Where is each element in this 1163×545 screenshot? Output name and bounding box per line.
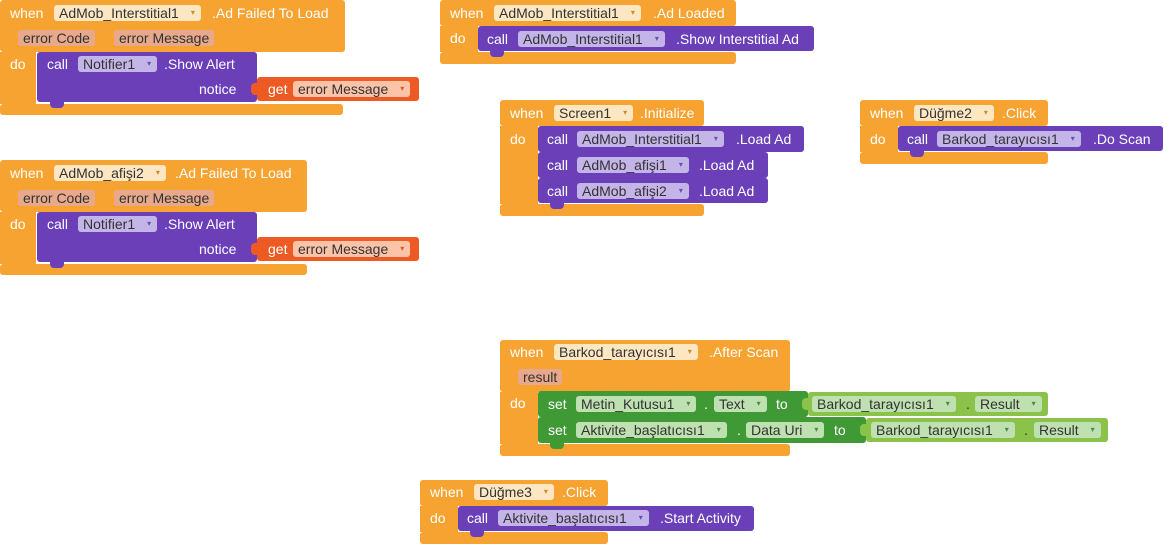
property-dropdown[interactable]: Result▾ <box>1034 422 1101 438</box>
to-label: to <box>776 396 788 412</box>
do-label: do <box>10 56 26 72</box>
dot: . <box>1024 422 1028 438</box>
when-label: when <box>870 105 904 121</box>
do-label: do <box>450 30 466 46</box>
when-label: when <box>10 5 44 21</box>
param-error-message[interactable]: error Message <box>114 30 215 46</box>
do-label: do <box>10 216 26 232</box>
component-dropdown[interactable]: Düğme2▾ <box>914 105 994 121</box>
property-dropdown[interactable]: Text▾ <box>714 396 767 412</box>
property-dropdown[interactable]: Result▾ <box>975 396 1042 412</box>
dot: . <box>737 422 741 438</box>
call-label: call <box>47 216 69 232</box>
param-error-message[interactable]: error Message <box>114 190 215 206</box>
component-dropdown[interactable]: AdMob_afişi2▾ <box>577 183 689 199</box>
to-label: to <box>834 422 846 438</box>
event-name: .Click <box>562 484 597 500</box>
component-dropdown[interactable]: AdMob_Interstitial1▾ <box>494 5 641 21</box>
component-dropdown[interactable]: Aktivite_başlatıcısı1▾ <box>576 422 727 438</box>
method-name: .Start Activity <box>660 510 741 526</box>
method-name: .Show Interstitial Ad <box>676 31 799 47</box>
when-label: when <box>510 344 544 360</box>
when-label: when <box>430 484 464 500</box>
component-dropdown[interactable]: AdMob_afişi2▾ <box>54 165 166 181</box>
when-label: when <box>510 105 544 121</box>
dot: . <box>966 396 970 412</box>
component-dropdown[interactable]: Düğme3▾ <box>474 484 554 500</box>
component-dropdown[interactable]: AdMob_Interstitial1▾ <box>518 31 665 47</box>
event-name: .Initialize <box>640 105 695 121</box>
dot: . <box>704 396 708 412</box>
event-name: .Ad Loaded <box>653 5 725 21</box>
do-label: do <box>510 395 526 411</box>
event-name: .After Scan <box>709 344 779 360</box>
call-label: call <box>547 157 569 173</box>
call-label: call <box>47 56 69 72</box>
component-dropdown[interactable]: Barkod_tarayıcısı1▾ <box>937 131 1081 147</box>
component-dropdown[interactable]: AdMob_Interstitial1▾ <box>54 5 201 21</box>
call-label: call <box>907 131 929 147</box>
component-dropdown[interactable]: Aktivite_başlatıcısı1▾ <box>498 510 649 526</box>
property-dropdown[interactable]: Data Uri▾ <box>746 422 825 438</box>
method-name: .Load Ad <box>736 131 792 147</box>
get-label: get <box>268 241 288 257</box>
get-label: get <box>268 81 288 97</box>
variable-dropdown[interactable]: error Message▾ <box>293 241 411 257</box>
method-name: .Show Alert <box>164 56 235 72</box>
notifier-dropdown[interactable]: Notifier1▾ <box>78 56 158 72</box>
call-label: call <box>467 510 489 526</box>
when-label: when <box>450 5 484 21</box>
method-name: .Load Ad <box>699 157 755 173</box>
call-label: call <box>547 183 569 199</box>
component-dropdown[interactable]: Barkod_tarayıcısı1▾ <box>871 422 1015 438</box>
set-label: set <box>548 396 567 412</box>
call-label: call <box>547 131 569 147</box>
event-name: .Click <box>1002 105 1037 121</box>
component-dropdown[interactable]: Barkod_tarayıcısı1▾ <box>554 344 698 360</box>
param-error-code[interactable]: error Code <box>18 190 95 206</box>
param-result[interactable]: result <box>518 369 563 385</box>
set-label: set <box>548 422 567 438</box>
param-error-code[interactable]: error Code <box>18 30 95 46</box>
event-name: .Ad Failed To Load <box>212 5 329 21</box>
component-dropdown[interactable]: Barkod_tarayıcısı1▾ <box>812 396 956 412</box>
component-dropdown[interactable]: Screen1▾ <box>554 105 634 121</box>
when-label: when <box>10 165 44 181</box>
do-label: do <box>430 510 446 526</box>
do-label: do <box>510 131 526 147</box>
method-name: .Load Ad <box>699 183 755 199</box>
component-dropdown[interactable]: AdMob_Interstitial1▾ <box>577 131 724 147</box>
notice-label: notice <box>199 241 237 257</box>
notice-label: notice <box>199 81 237 97</box>
method-name: .Do Scan <box>1093 131 1151 147</box>
call-label: call <box>487 31 509 47</box>
variable-dropdown[interactable]: error Message▾ <box>293 81 411 97</box>
component-dropdown[interactable]: AdMob_afişi1▾ <box>577 157 689 173</box>
notifier-dropdown[interactable]: Notifier1▾ <box>78 216 158 232</box>
method-name: .Show Alert <box>164 216 235 232</box>
do-label: do <box>870 131 886 147</box>
component-dropdown[interactable]: Metin_Kutusu1▾ <box>576 396 697 412</box>
event-name: .Ad Failed To Load <box>175 165 292 181</box>
